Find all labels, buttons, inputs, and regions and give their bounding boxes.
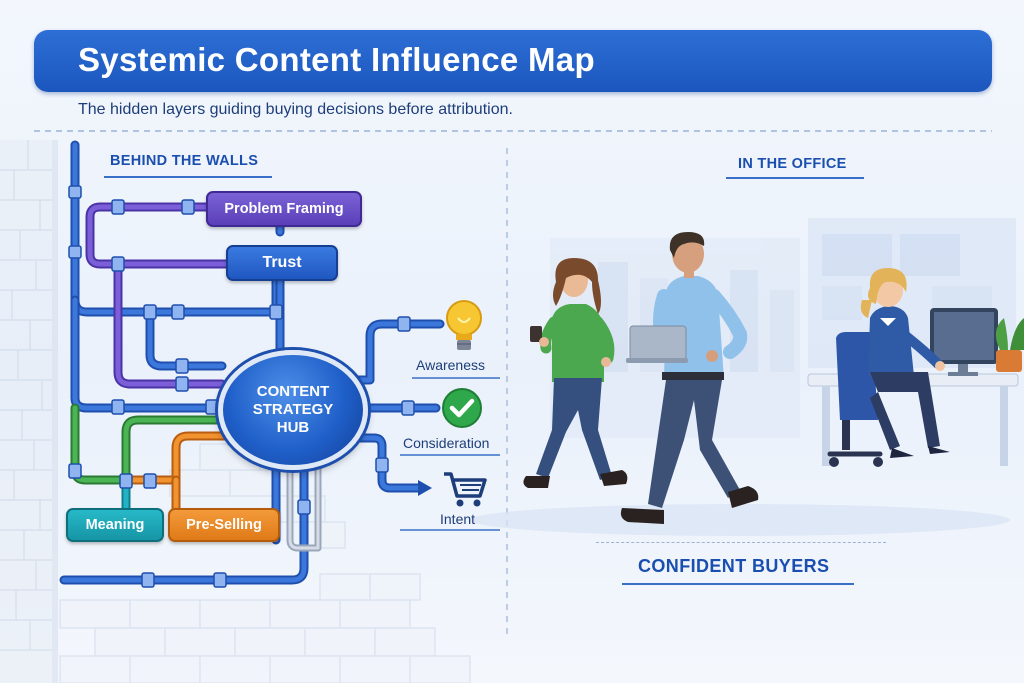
- pipe-arrow: [418, 480, 432, 496]
- content-strategy-hub: CONTENT STRATEGY HUB: [218, 350, 368, 470]
- hub-line-1: CONTENT: [256, 383, 330, 400]
- stage-label-consideration: Consideration: [403, 435, 490, 451]
- pipe-couplings: [68, 185, 415, 588]
- node-trust: Trust: [226, 245, 338, 281]
- hub-line-2: STRATEGY: [252, 401, 334, 418]
- in-the-office-underline: [726, 177, 864, 179]
- walking-woman: [523, 258, 628, 488]
- node-meaning: Meaning: [66, 508, 164, 542]
- page-title: Systemic Content Influence Map: [78, 41, 595, 78]
- confident-buyers-label: CONFIDENT BUYERS: [638, 556, 830, 576]
- hub-line-3: HUB: [276, 419, 310, 436]
- stage-label-intent: Intent: [440, 511, 476, 527]
- node-problem-framing: Problem Framing: [206, 191, 362, 227]
- shopping-cart-icon: [444, 472, 487, 507]
- walking-man: [620, 232, 759, 524]
- title-banner: [34, 30, 992, 92]
- potted-plant: [995, 318, 1024, 372]
- outcome-top-divider: [596, 542, 886, 543]
- in-the-office-label: IN THE OFFICE: [738, 156, 847, 172]
- seated-woman: [827, 268, 950, 467]
- behind-the-walls-label: BEHIND THE WALLS: [110, 153, 259, 169]
- computer-monitor: [930, 308, 998, 376]
- node-pre-selling: Pre-Selling: [168, 508, 280, 542]
- floor-shadow: [470, 504, 1010, 536]
- outcome-underline: [622, 583, 854, 585]
- pipe-network: [59, 140, 445, 585]
- checkmark-icon: [442, 388, 482, 428]
- stage-label-awareness: Awareness: [416, 357, 486, 373]
- behind-the-walls-underline: [104, 176, 272, 178]
- page-subtitle: The hidden layers guiding buying decisio…: [78, 101, 513, 118]
- brick-wall: [0, 140, 58, 683]
- lightbulb-icon: [446, 300, 482, 350]
